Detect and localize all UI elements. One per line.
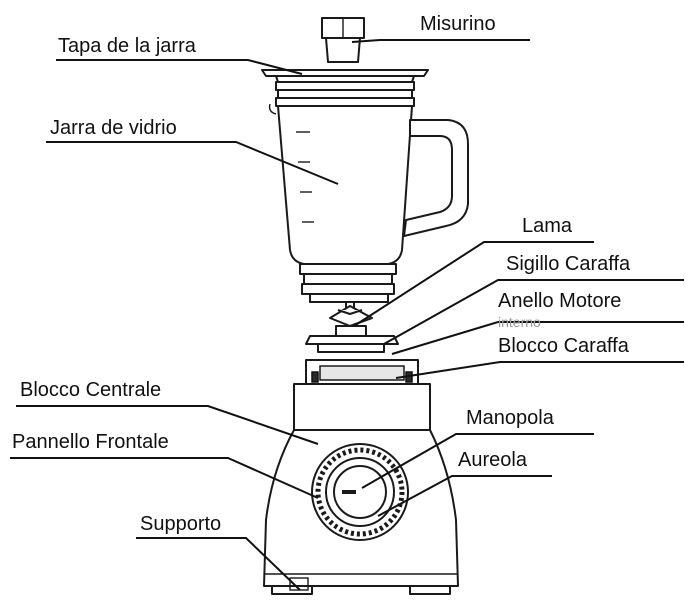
leader-tapa (56, 59, 303, 75)
label-supporto: Supporto (140, 513, 221, 535)
leader-pannello (10, 457, 319, 499)
jar-coupling-illustration (305, 359, 419, 385)
leader-lines (10, 39, 684, 591)
label-tapa: Tapa de la jarra (58, 35, 197, 57)
central-block-illustration (293, 383, 431, 431)
feet-illustration (271, 577, 451, 595)
leader-supporto (136, 537, 301, 591)
measuring-cup-illustration (321, 17, 365, 63)
leader-blocco-caraffa (395, 361, 684, 379)
label-manopola: Manopola (466, 407, 555, 429)
leader-lama (353, 241, 594, 327)
leader-sigillo (383, 279, 684, 345)
label-sigillo: Sigillo Caraffa (506, 253, 631, 275)
label-blocco-centrale: Blocco Centrale (20, 379, 161, 401)
leader-aureola (377, 475, 552, 517)
label-misurino: Misurino (420, 13, 496, 35)
seal-ring-illustration (305, 335, 399, 353)
label-jarra: Jarra de vidrio (50, 117, 177, 139)
labels: Misurino Tapa de la jarra Jarra de vidri… (12, 13, 631, 535)
label-pannello: Pannello Frontale (12, 431, 169, 453)
leader-jarra (46, 141, 339, 185)
glass-jar-illustration (268, 81, 469, 303)
label-anello: Anello Motore (498, 290, 621, 312)
jar-lid-illustration (261, 69, 429, 83)
label-blocco-caraffa: Blocco Caraffa (498, 335, 630, 357)
label-aureola: Aureola (458, 449, 528, 471)
label-lama: Lama (522, 215, 573, 237)
leader-blocco-centrale (16, 405, 319, 445)
label-anello-cut: interno (498, 314, 541, 330)
knob-illustration (333, 465, 387, 519)
leader-anello (391, 321, 684, 355)
blade-illustration (329, 301, 373, 339)
leader-manopola (361, 433, 594, 489)
leader-misurino (351, 39, 530, 43)
